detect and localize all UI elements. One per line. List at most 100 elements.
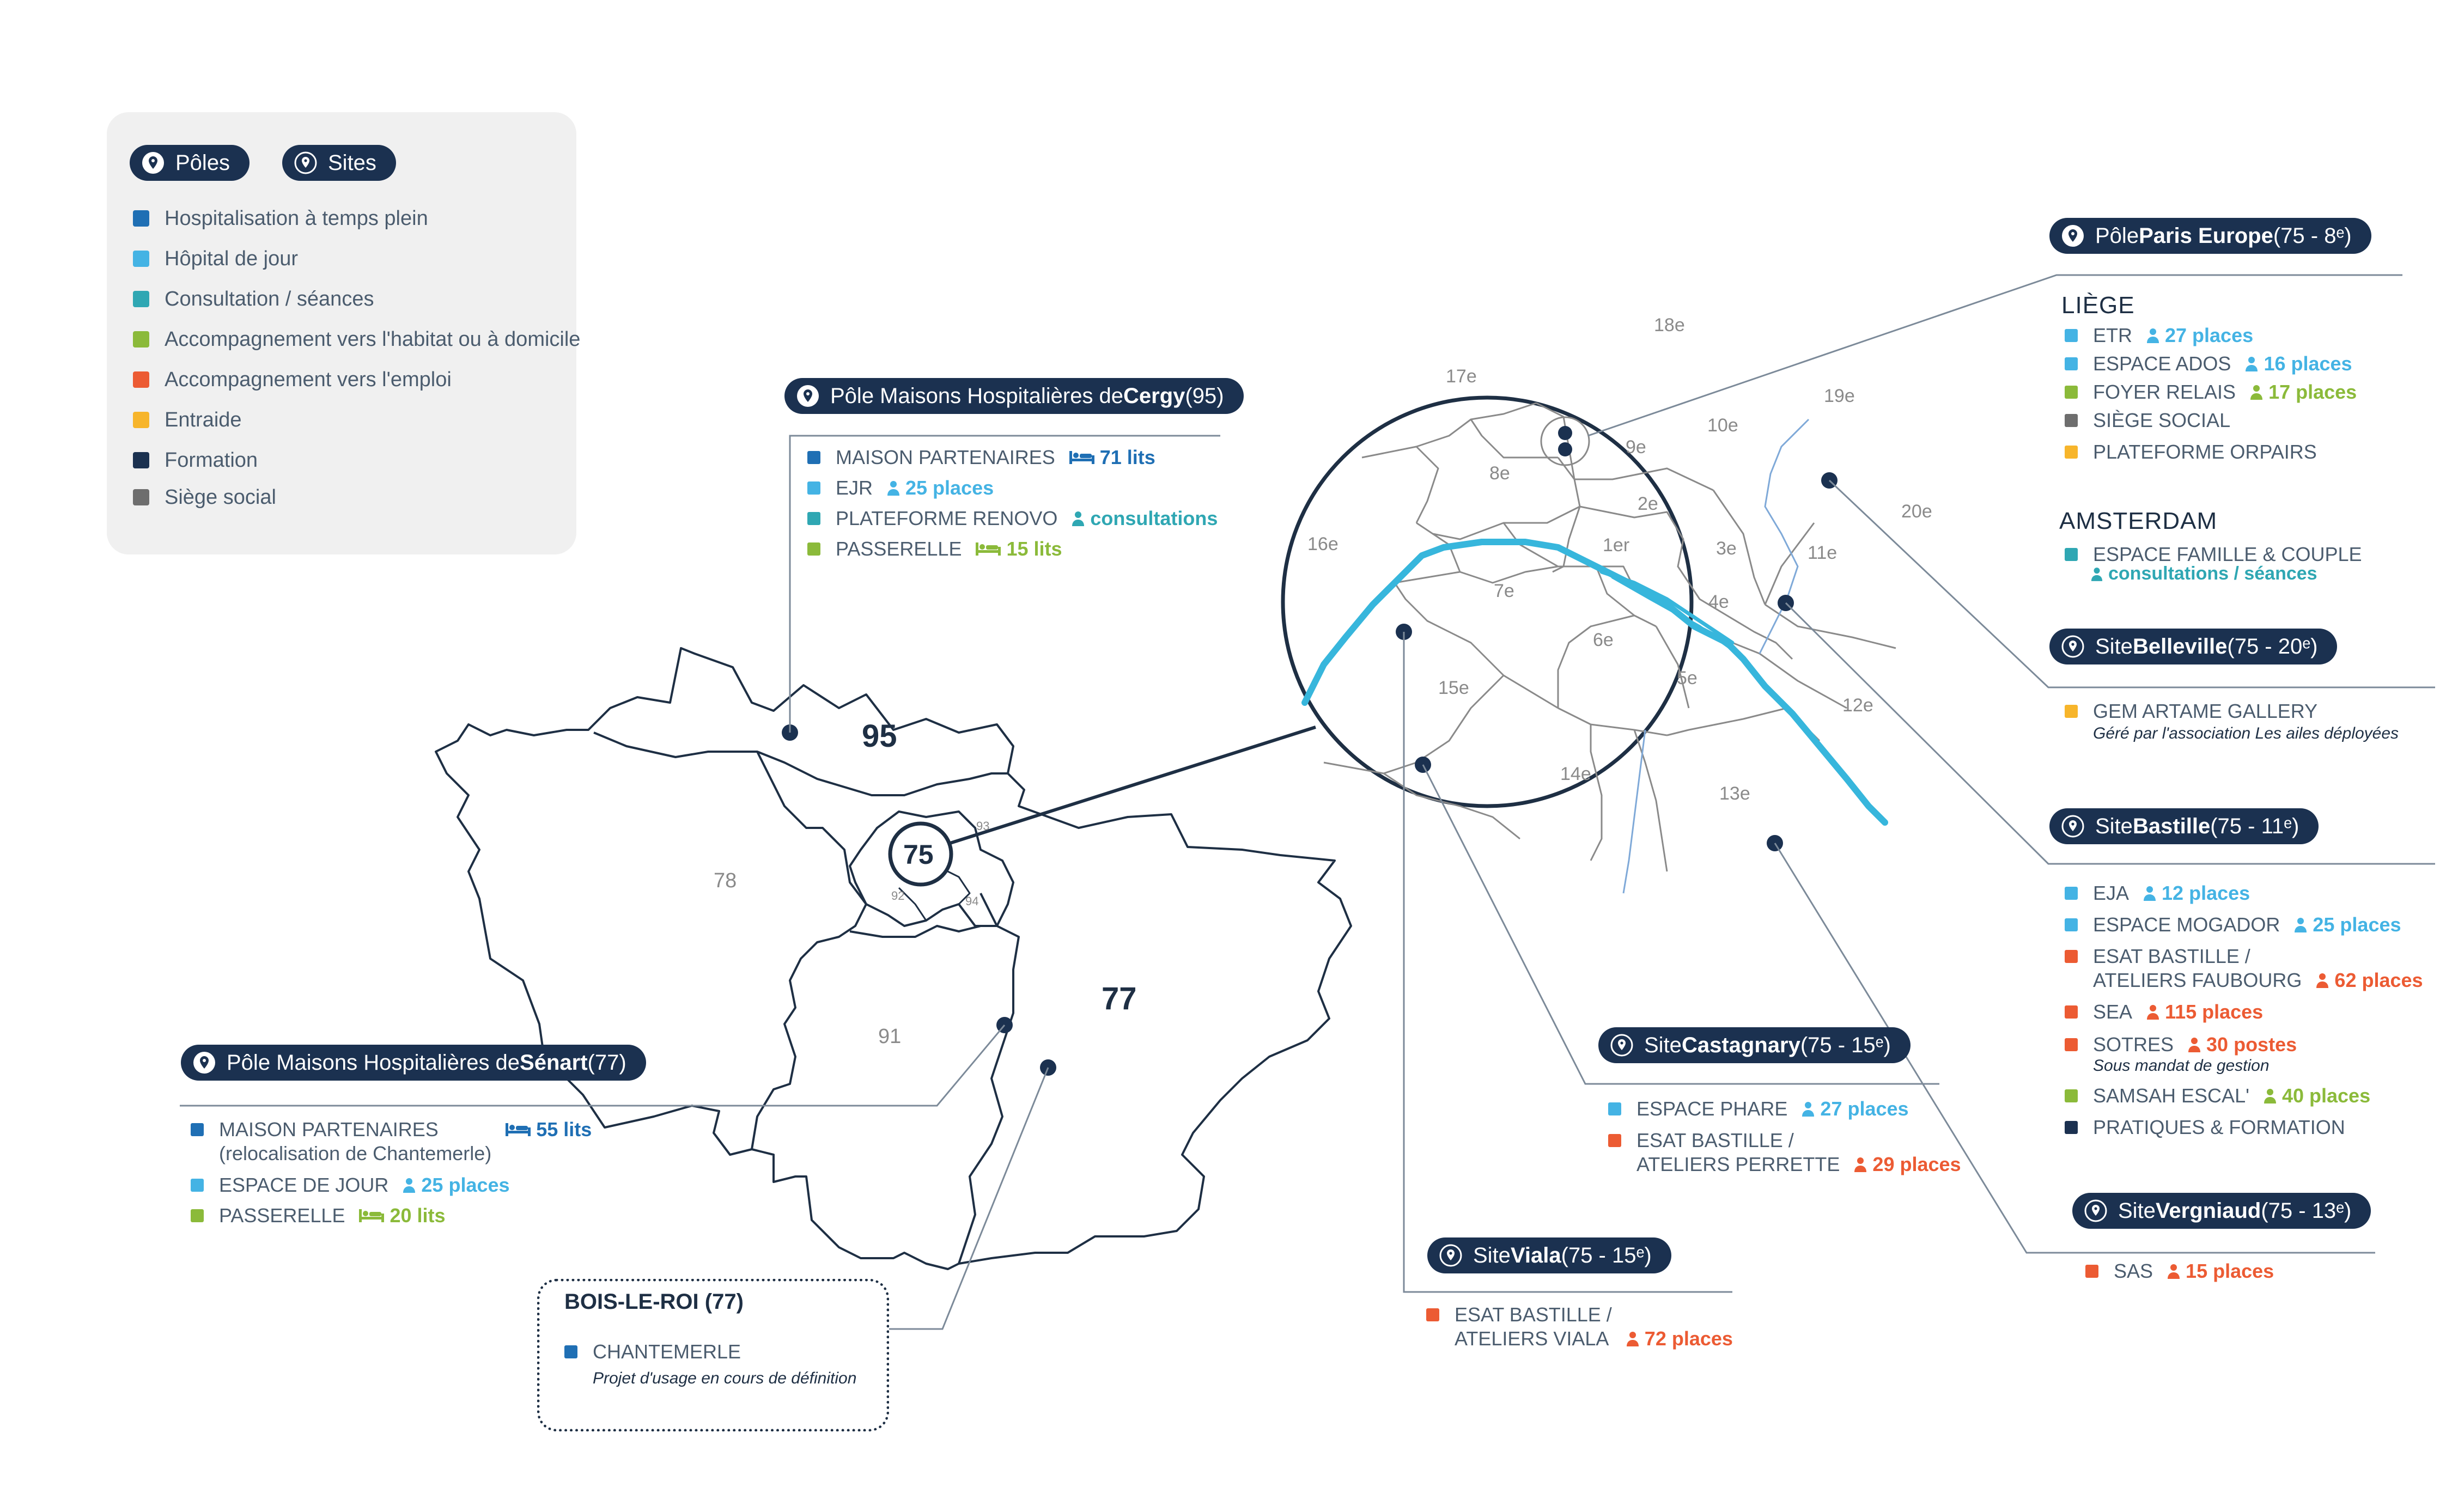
list-item: MAISON PARTENAIRES(relocalisation de Cha… bbox=[191, 1118, 592, 1166]
site-viala-pill[interactable]: Site Viala (75 - 15ᵉ) bbox=[1427, 1237, 1671, 1273]
border-91 bbox=[849, 925, 997, 938]
legend-swatch bbox=[133, 210, 149, 227]
legend-item: Consultation / séances bbox=[133, 286, 580, 312]
arr-1: 1er bbox=[1603, 535, 1630, 556]
legend-swatch bbox=[133, 291, 149, 307]
arr-5: 5e bbox=[1677, 668, 1698, 688]
legend-item: Entraide bbox=[133, 407, 580, 432]
list-item: CHANTEMERLE bbox=[564, 1340, 741, 1364]
site-bastille-pill[interactable]: Site Bastille (75 - 11ᵉ) bbox=[2049, 808, 2319, 844]
map-pin-icon bbox=[294, 151, 317, 174]
person-icon bbox=[2147, 1005, 2159, 1020]
bois-le-roi-box bbox=[537, 1279, 889, 1431]
label-93: 93 bbox=[976, 819, 990, 833]
bed-icon bbox=[976, 542, 1001, 556]
bois-le-roi-title: BOIS-LE-ROI (77) bbox=[564, 1290, 744, 1314]
arr-14: 14e bbox=[1560, 764, 1591, 784]
site-belleville-pill[interactable]: Site Belleville (75 - 20ᵉ) bbox=[2049, 629, 2338, 664]
arr-20: 20e bbox=[1901, 501, 1932, 522]
arr-12: 12e bbox=[1842, 695, 1873, 716]
sites-pill: Sites bbox=[282, 145, 396, 181]
paris-small-circle bbox=[888, 821, 953, 887]
person-icon bbox=[2168, 1264, 2180, 1279]
site-castagnary-pill[interactable]: Site Castagnary (75 - 15ᵉ) bbox=[1598, 1027, 1911, 1063]
label-94: 94 bbox=[965, 894, 979, 908]
label-95: 95 bbox=[862, 718, 897, 754]
map-pin-icon bbox=[2061, 635, 2084, 658]
map-pin-icon bbox=[1610, 1034, 1633, 1057]
amsterdam-site-dot bbox=[1558, 442, 1572, 456]
label-75: 75 bbox=[903, 839, 934, 870]
legend-list: Hospitalisation à temps plein Hôpital de… bbox=[133, 206, 580, 510]
belleville-note: Géré par l'association Les ailes déployé… bbox=[2093, 724, 2399, 742]
list-item: GEM ARTAME GALLERY bbox=[2065, 699, 2317, 723]
person-icon bbox=[2188, 1038, 2201, 1052]
legend-item: Hôpital de jour bbox=[133, 246, 580, 271]
arr-7: 7e bbox=[1494, 581, 1514, 601]
list-item: PRATIQUES & FORMATION bbox=[2065, 1115, 2423, 1139]
person-icon bbox=[2250, 385, 2263, 400]
map-pin-icon bbox=[2061, 815, 2084, 838]
legend-item: Accompagnement vers l'habitat ou à domic… bbox=[133, 327, 580, 352]
map-pin-icon bbox=[1439, 1244, 1462, 1267]
legend-swatch bbox=[133, 251, 149, 267]
pole-cergy-pill[interactable]: Pôle Maisons Hospitalières de Cergy (95) bbox=[784, 378, 1244, 414]
pole-paris-europe-pill[interactable]: Pôle Paris Europe (75 - 8ᵉ) bbox=[2049, 218, 2371, 254]
label-91: 91 bbox=[878, 1025, 902, 1048]
map-pin-icon bbox=[2062, 225, 2084, 247]
pole-senart-pill[interactable]: Pôle Maisons Hospitalières de Sénart (77… bbox=[181, 1045, 646, 1081]
list-item: PLATEFORME ORPAIRS bbox=[2065, 440, 2357, 464]
arr-19: 19e bbox=[1824, 386, 1855, 406]
arr-2: 2e bbox=[1638, 493, 1658, 514]
border-78 bbox=[751, 751, 867, 1150]
site-vergniaud-pill[interactable]: Site Vergniaud (75 - 13ᵉ) bbox=[2072, 1193, 2371, 1229]
person-icon bbox=[2316, 973, 2329, 988]
person-icon bbox=[2246, 357, 2258, 371]
poles-pill: Pôles bbox=[130, 145, 250, 181]
label-92: 92 bbox=[891, 889, 905, 903]
list-item: ESPACE FAMILLE & COUPLE bbox=[2065, 542, 2362, 566]
arr-6: 6e bbox=[1593, 630, 1614, 650]
person-icon bbox=[1802, 1102, 1815, 1117]
arr-8: 8e bbox=[1489, 463, 1510, 484]
arr-10: 10e bbox=[1707, 415, 1738, 436]
person-icon bbox=[2091, 567, 2103, 581]
person-icon bbox=[887, 481, 900, 496]
person-icon bbox=[2295, 918, 2307, 932]
poles-pill-label: Pôles bbox=[175, 150, 230, 175]
legend-item: Accompagnement vers l'emploi bbox=[133, 367, 580, 392]
sites-pill-label: Sites bbox=[328, 150, 376, 175]
legend-panel bbox=[107, 112, 576, 554]
bois-note: Projet d'usage en cours de définition bbox=[593, 1369, 857, 1387]
border-91-77 bbox=[958, 893, 1020, 1264]
list-item: SAMSAH ESCAL'40 places bbox=[2065, 1084, 2423, 1108]
person-icon bbox=[1854, 1157, 1867, 1172]
map-pin-icon bbox=[142, 152, 164, 174]
bed-icon bbox=[1069, 451, 1094, 464]
person-icon bbox=[2144, 886, 2156, 901]
arr-3: 3e bbox=[1716, 538, 1737, 559]
map-pin-icon bbox=[193, 1052, 215, 1074]
legend-swatch bbox=[133, 412, 149, 428]
arr-9: 9e bbox=[1626, 437, 1646, 458]
arr-11: 11e bbox=[1808, 542, 1838, 563]
person-icon bbox=[403, 1178, 416, 1193]
legend-item: Hospitalisation à temps plein bbox=[133, 206, 580, 231]
bed-icon bbox=[506, 1123, 531, 1136]
